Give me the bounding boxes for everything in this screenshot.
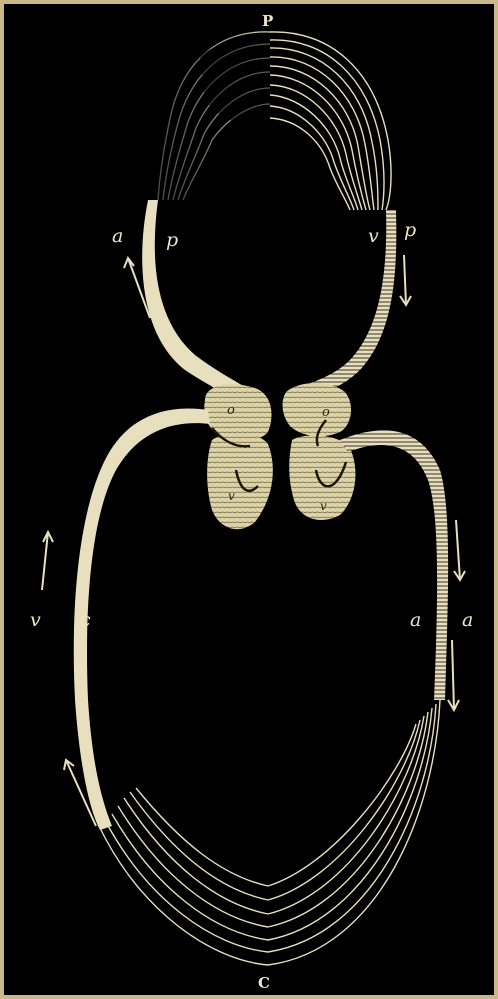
label-lower-left-v: v bbox=[30, 609, 41, 631]
label-upper-right-p: p bbox=[404, 219, 416, 241]
vena-cava bbox=[74, 408, 210, 830]
label-right-ventricle: v bbox=[320, 499, 327, 513]
pulmonary-capillaries bbox=[270, 32, 391, 210]
label-top: P bbox=[262, 12, 273, 30]
aorta bbox=[340, 430, 448, 700]
label-lower-right-a-outer: a bbox=[462, 609, 473, 631]
label-left-atrium: o bbox=[227, 403, 235, 418]
label-lower-left-c: c bbox=[80, 609, 91, 631]
label-upper-right-v: v bbox=[368, 225, 379, 247]
pulmonary-artery bbox=[142, 200, 262, 410]
label-lower-right-a-inner: a bbox=[410, 609, 421, 631]
pulmonary-vein bbox=[290, 210, 396, 404]
flow-arrows bbox=[42, 255, 465, 826]
label-upper-left-a: a bbox=[112, 225, 123, 247]
label-upper-left-p: p bbox=[166, 229, 178, 251]
right-atrium bbox=[283, 383, 352, 436]
systemic-capillaries bbox=[100, 700, 440, 965]
label-bottom: C bbox=[258, 974, 270, 992]
label-left-ventricle: v bbox=[228, 489, 235, 503]
label-right-atrium: o bbox=[322, 405, 330, 420]
